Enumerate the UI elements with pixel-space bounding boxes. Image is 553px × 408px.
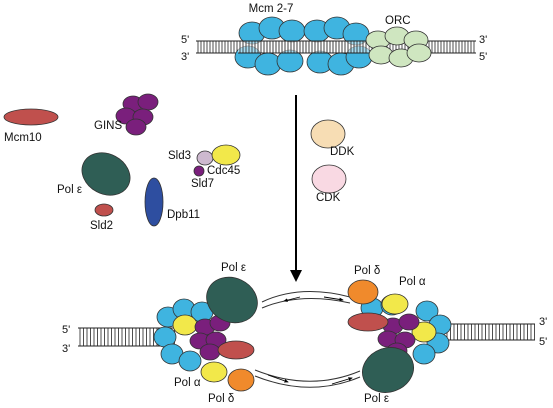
bottom-right-3prime: 3': [539, 316, 547, 328]
right-cdc45: [411, 321, 437, 343]
right-pol-alpha: [381, 293, 409, 315]
sld7-shape: [193, 165, 205, 177]
top-left-5prime: 5': [181, 34, 189, 46]
left-gins: [189, 314, 231, 361]
gins-complex: [115, 93, 159, 136]
synthesis-arrows: [267, 296, 353, 385]
sld2-label: Sld2: [90, 220, 113, 232]
bottom-right-5prime: 5': [539, 336, 547, 348]
gins-label: GINS: [94, 120, 122, 132]
mcm10-shape: [3, 108, 59, 126]
mcm-dna-overlay: [238, 40, 369, 54]
left-pol-alpha: [200, 361, 228, 383]
dpb11-label: Dpb11: [167, 209, 200, 221]
sld3-shape: [196, 150, 214, 166]
left-replisome: [153, 276, 258, 392]
left-cdc45: [172, 314, 198, 336]
sld3-label: Sld3: [168, 150, 191, 162]
top-right-5prime: 5': [479, 51, 487, 63]
right-pol-delta: [347, 279, 379, 305]
cdc45-label: Cdc45: [207, 165, 240, 177]
orc-label: ORC: [385, 15, 411, 27]
cdk-shape: [311, 164, 347, 194]
top-right-3prime: 3': [479, 34, 487, 46]
mcm10-label: Mcm10: [4, 132, 42, 144]
right-pol-epsilon-label: Pol ε: [364, 393, 389, 405]
bottom-left-dna: [78, 327, 175, 347]
left-pol-epsilon: [206, 276, 258, 324]
bottom-left-5prime: 5': [62, 324, 70, 336]
left-pol-alpha-label: Pol α: [174, 377, 201, 389]
sld2-shape: [94, 203, 114, 217]
sld7-label: Sld7: [191, 178, 214, 190]
ddk-label: DDK: [330, 146, 355, 158]
right-replisome: [347, 279, 452, 393]
cdk-label: CDK: [316, 192, 341, 204]
left-pol-epsilon-label: Pol ε: [221, 262, 246, 274]
mcm2-7-label: Mcm 2-7: [249, 3, 294, 15]
cdc45-shape: [211, 144, 241, 166]
left-pol-delta: [227, 368, 255, 392]
orc-complex: [365, 26, 432, 68]
right-mcm10: [347, 312, 389, 332]
dpb11-shape: [144, 177, 164, 227]
replication-bubble: [254, 291, 361, 388]
left-mcm10: [217, 340, 255, 360]
pol-epsilon-label: Pol ε: [57, 184, 82, 196]
pol-epsilon-shape: [81, 152, 131, 196]
bottom-right-dna: [445, 323, 535, 341]
left-pol-delta-label: Pol δ: [208, 393, 234, 405]
top-left-3prime: 3': [181, 51, 189, 63]
right-pol-delta-label: Pol δ: [354, 265, 380, 277]
right-pol-alpha-label: Pol α: [399, 276, 426, 288]
right-pol-epsilon: [362, 347, 414, 393]
ddk-shape: [310, 119, 346, 149]
bottom-left-3prime: 3': [62, 343, 70, 355]
